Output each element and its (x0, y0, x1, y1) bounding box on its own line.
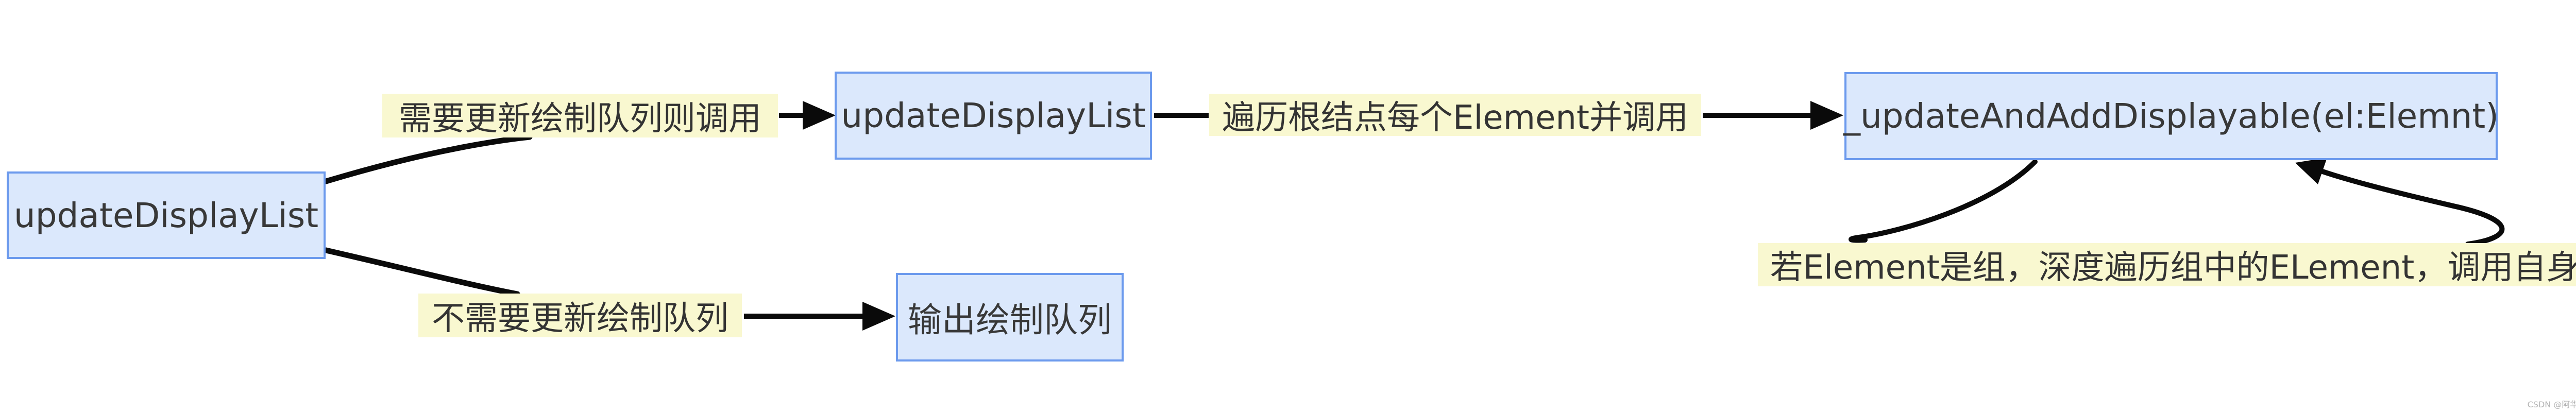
node-label: _updateAndAddDisplayable(el:Elemnt) (1843, 96, 2499, 136)
edge-label-traverse-elements: 遍历根结点每个Element并调用 (1209, 94, 1701, 137)
node-output-draw-queue: 输出绘制队列 (896, 273, 1124, 362)
edge-label-text: 遍历根结点每个Element并调用 (1222, 99, 1688, 137)
node-update-and-add-displayable: _updateAndAddDisplayable(el:Elemnt) (1843, 72, 2499, 160)
csdn-watermark: CSDN @阿华tian (2527, 400, 2576, 409)
edge-root-to-need-update (323, 134, 533, 184)
arrowhead (1810, 101, 1843, 130)
node-label: 输出绘制队列 (908, 300, 1112, 340)
edge-root-to-no-need (323, 247, 520, 297)
edge-updateadd-to-group-label (1849, 159, 2038, 243)
arrowhead (2295, 158, 2327, 184)
node-update-display-list-root: updateDisplayList (7, 171, 326, 259)
edge-label-need-update: 需要更新绘制队列则调用 (382, 94, 778, 138)
edge-label-text: 不需要更新绘制队列 (432, 299, 728, 338)
edge-label-if-element-is-group: 若Element是组，深度遍历组中的ELement，调用自身 (1758, 243, 2576, 287)
arrowhead (862, 302, 895, 331)
edge-label-text: 若Element是组，深度遍历组中的ELement，调用自身 (1770, 249, 2576, 287)
edge-label-text: 需要更新绘制队列则调用 (399, 99, 761, 138)
edge-label-no-need-update: 不需要更新绘制队列 (418, 294, 742, 338)
arrowhead (803, 101, 836, 130)
node-label: updateDisplayList (13, 195, 319, 235)
edge-group-label-to-updateadd (2320, 169, 2505, 247)
node-label: updateDisplayList (841, 96, 1146, 135)
node-update-display-list: updateDisplayList (835, 72, 1152, 160)
